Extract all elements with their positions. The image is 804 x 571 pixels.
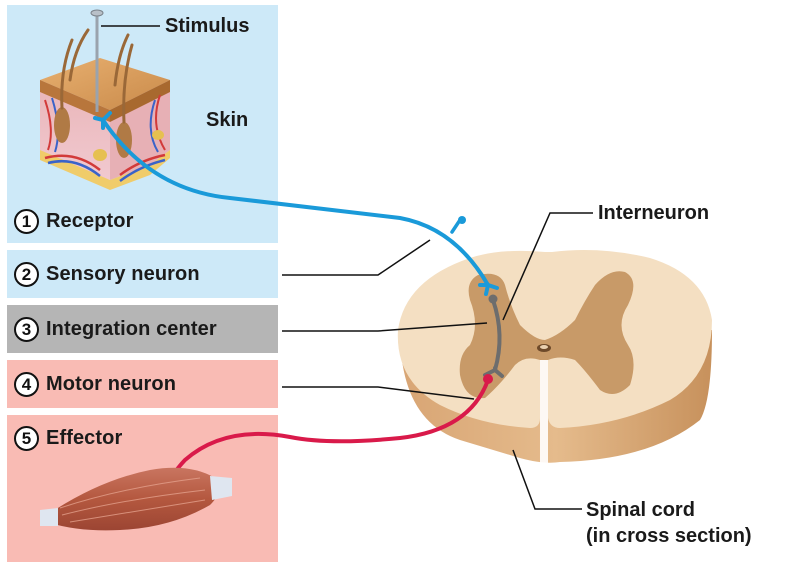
step-sensory-neuron: 2 Sensory neuron bbox=[14, 262, 200, 287]
integration-center-panel bbox=[7, 305, 278, 353]
spinal-cord-leader-line bbox=[512, 449, 582, 510]
step-label: Motor neuron bbox=[46, 373, 177, 395]
step-integration-center: 3 Integration center bbox=[14, 317, 217, 342]
interneuron-leader-line bbox=[502, 212, 593, 321]
motor-neuron-leader-line bbox=[282, 386, 475, 400]
integration-center-leader-line bbox=[282, 322, 488, 332]
sensory-neuron-panel bbox=[7, 250, 278, 298]
skin-block bbox=[40, 28, 170, 190]
step-label: Sensory neuron bbox=[46, 263, 200, 285]
spinal-cord-cross-section bbox=[397, 250, 712, 470]
step-label: Effector bbox=[46, 427, 123, 449]
step-label: Receptor bbox=[46, 210, 134, 232]
step-number-badge: 3 bbox=[14, 317, 39, 342]
stimulus-pin bbox=[90, 9, 104, 112]
muscle-effector bbox=[40, 467, 232, 531]
step-receptor: 1 Receptor bbox=[14, 209, 134, 234]
sensory-neuron bbox=[93, 111, 499, 296]
leader-lines bbox=[282, 212, 593, 510]
interneuron bbox=[483, 294, 504, 378]
step-label: Integration center bbox=[46, 318, 217, 340]
step-number-badge: 4 bbox=[14, 372, 39, 397]
step-effector: 5 Effector bbox=[14, 426, 122, 451]
spinal-cord-sublabel: (in cross section) bbox=[586, 525, 752, 547]
step-number-badge: 1 bbox=[14, 209, 39, 234]
sensory-neuron-leader-line bbox=[282, 239, 431, 276]
skin-label: Skin bbox=[206, 109, 249, 131]
step-motor-neuron: 4 Motor neuron bbox=[14, 372, 176, 397]
stimulus-label: Stimulus bbox=[165, 15, 250, 37]
step-number-badge: 2 bbox=[14, 262, 39, 287]
spinal-cord-label: Spinal cord bbox=[586, 499, 695, 521]
step-number-badge: 5 bbox=[14, 426, 39, 451]
motor-neuron-panel bbox=[7, 360, 278, 408]
interneuron-label: Interneuron bbox=[598, 202, 710, 224]
